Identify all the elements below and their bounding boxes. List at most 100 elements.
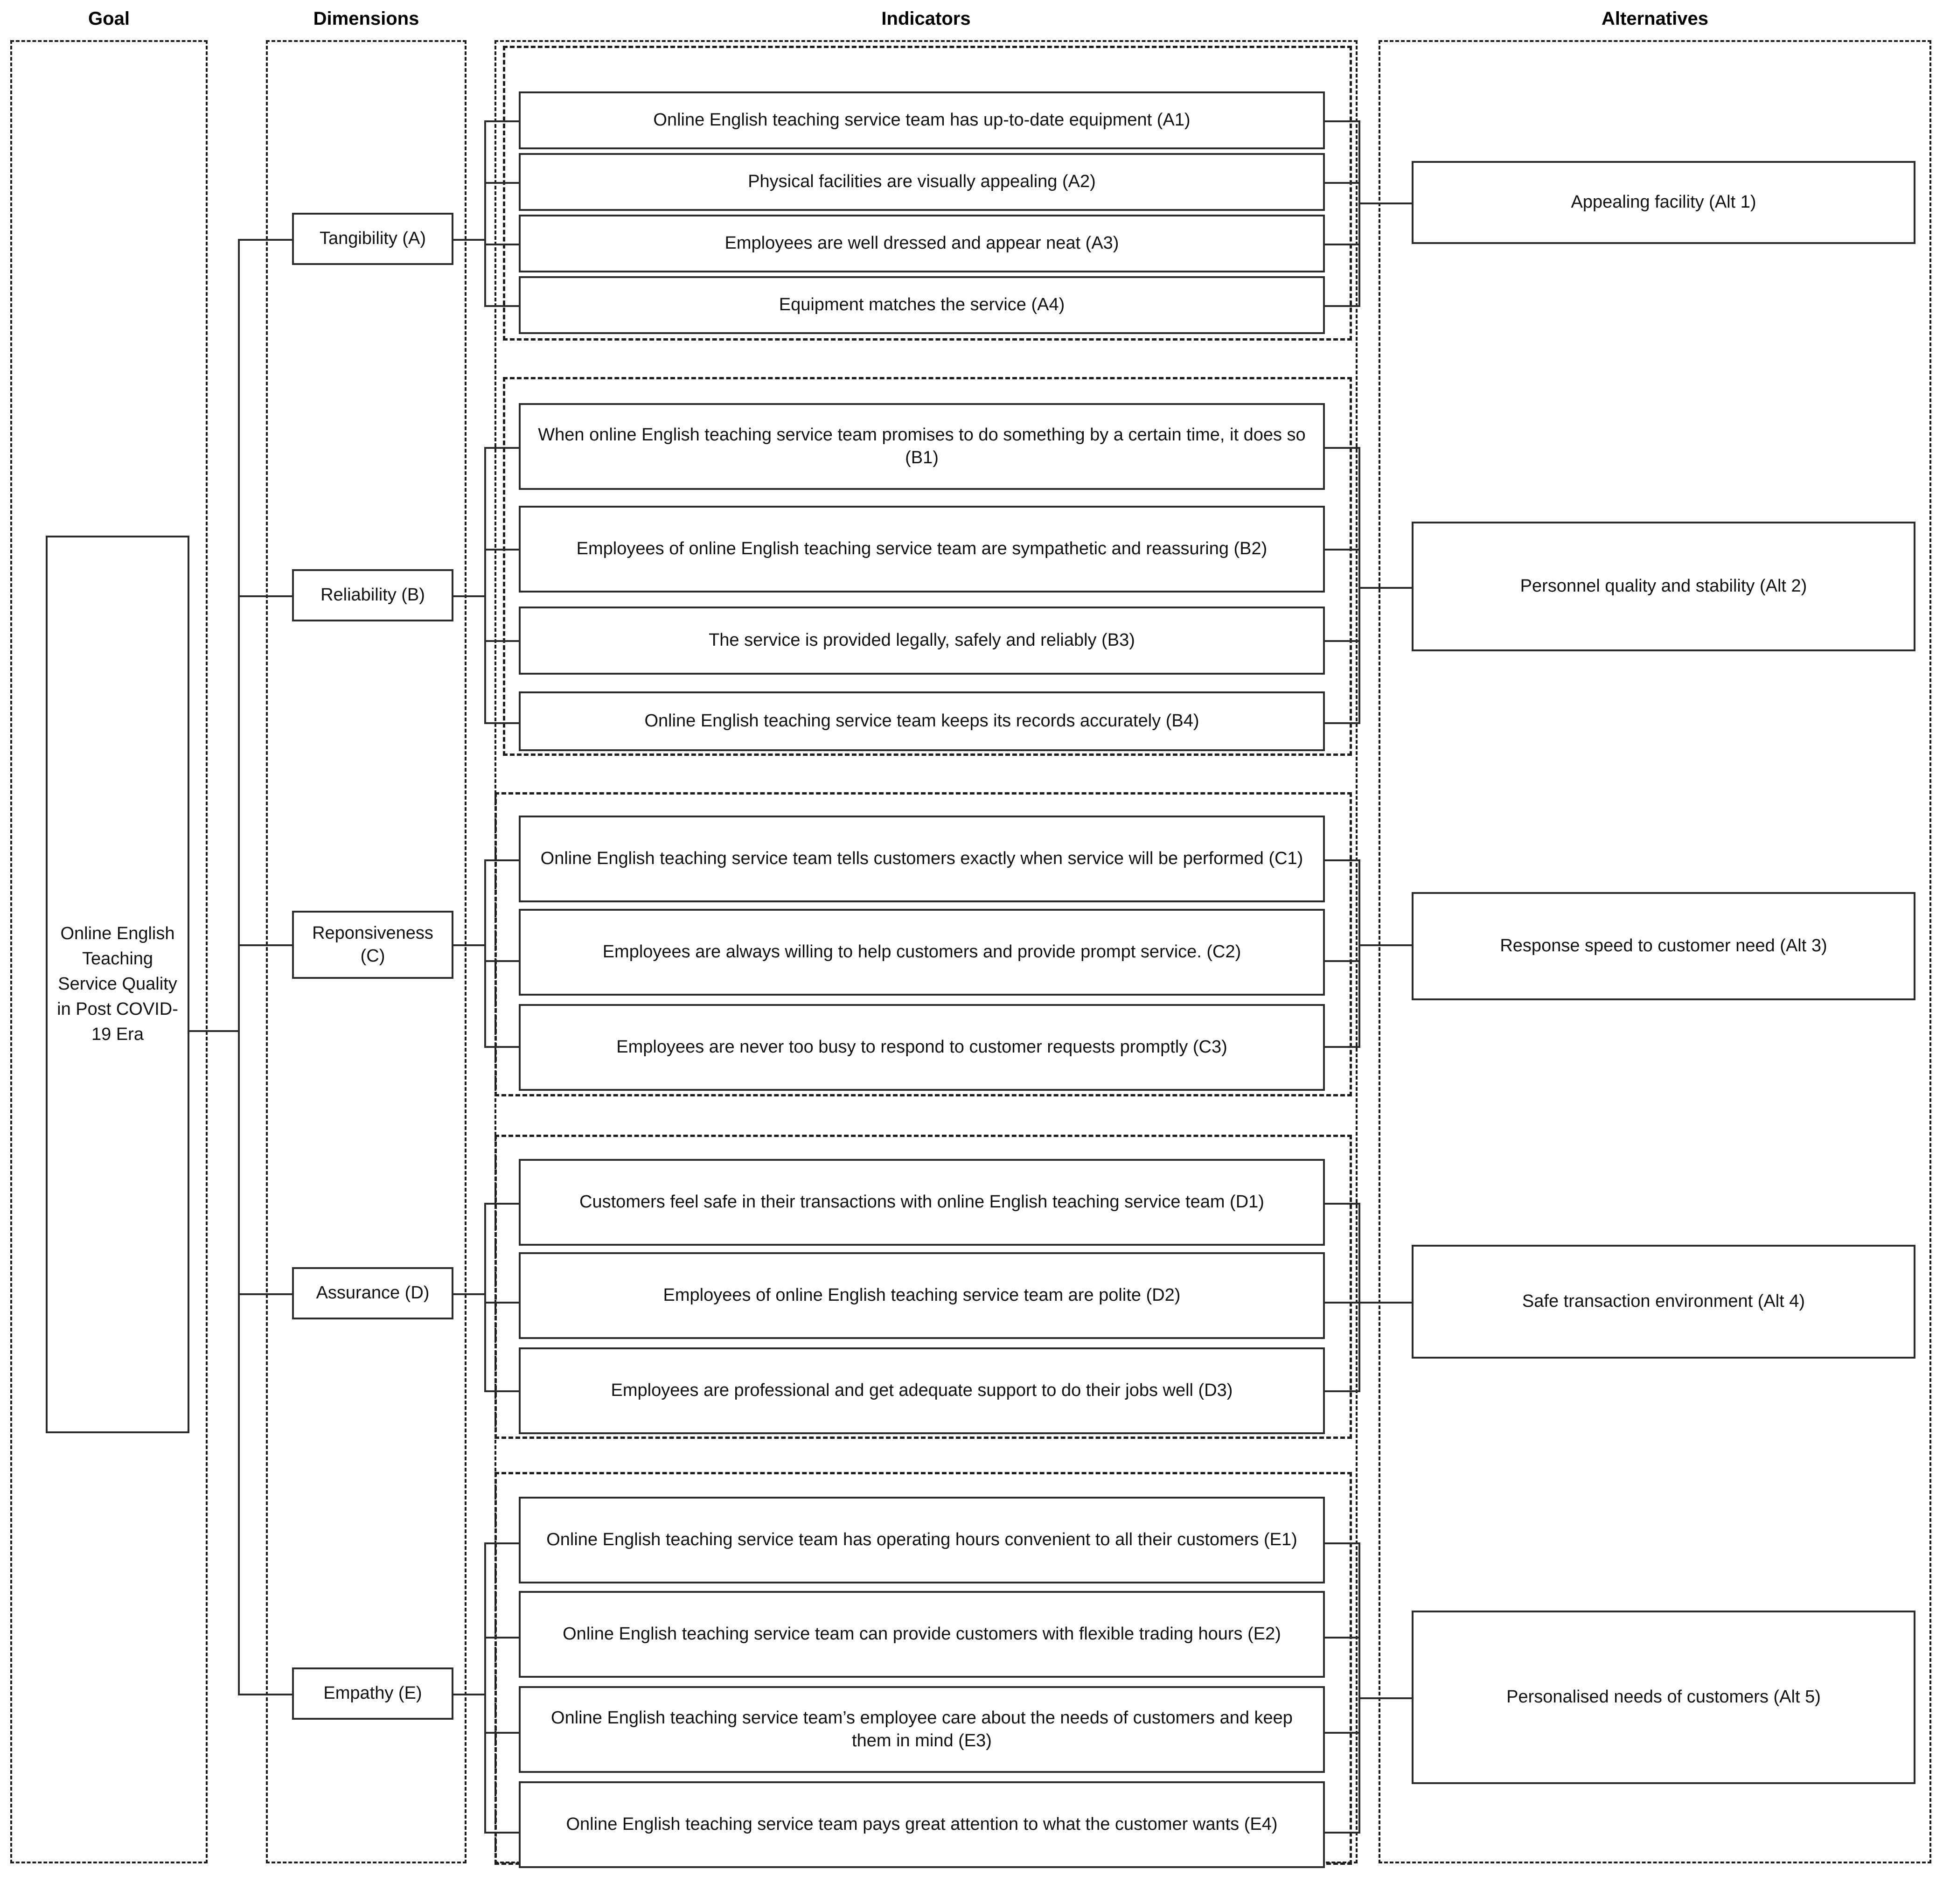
ind-branch-c1	[484, 859, 522, 861]
indicator-box-d2[interactable]: Employees of online English teaching ser…	[519, 1252, 1325, 1339]
indicator-box-b2[interactable]: Employees of online English teaching ser…	[519, 506, 1325, 593]
indicator-box-a3[interactable]: Employees are well dressed and appear ne…	[519, 215, 1325, 272]
ind-branch-e4	[484, 1832, 522, 1834]
alt-bus-d	[1358, 1203, 1360, 1390]
dimensions-column-boundary	[266, 40, 467, 1863]
alt-branch-5	[1358, 1697, 1414, 1699]
indicator-box-b4[interactable]: Online English teaching service team kee…	[519, 691, 1325, 751]
indicator-group-boundary-c	[494, 792, 1352, 1096]
column-header-goal: Goal	[88, 8, 130, 29]
ind-branch-a4	[484, 305, 522, 307]
dim-e-out-stub	[453, 1694, 486, 1695]
ind-e3-out	[1323, 1732, 1360, 1734]
indicator-box-e3[interactable]: Online English teaching service team’s e…	[519, 1686, 1325, 1773]
alt-bus-a	[1358, 120, 1360, 307]
dim-b-out-stub	[453, 595, 486, 597]
ind-branch-a2	[484, 182, 522, 184]
goal-branch-c	[238, 944, 294, 946]
ind-e2-out	[1323, 1637, 1360, 1639]
indicator-box-c2[interactable]: Employees are always willing to help cus…	[519, 909, 1325, 996]
ind-branch-e1	[484, 1542, 522, 1544]
indicator-box-a4[interactable]: Equipment matches the service (A4)	[519, 276, 1325, 334]
ind-c3-out	[1323, 1046, 1360, 1048]
indicator-bus-e	[484, 1542, 486, 1832]
indicator-bus-a	[484, 120, 486, 307]
goal-bus-stub	[189, 1030, 240, 1032]
dimension-box-reliability[interactable]: Reliability (B)	[292, 569, 453, 621]
ind-b1-out	[1323, 447, 1360, 449]
alt-branch-1	[1358, 202, 1414, 204]
column-header-dimensions: Dimensions	[313, 8, 419, 29]
indicator-box-b3[interactable]: The service is provided legally, safely …	[519, 607, 1325, 675]
dim-a-out-stub	[453, 239, 486, 241]
ind-d1-out	[1323, 1203, 1360, 1205]
column-header-indicators: Indicators	[881, 8, 971, 29]
indicator-bus-b	[484, 447, 486, 722]
indicator-box-a1[interactable]: Online English teaching service team has…	[519, 91, 1325, 149]
goal-branch-d	[238, 1293, 294, 1295]
indicator-group-boundary-a	[503, 46, 1352, 341]
goal-box[interactable]: Online English Teaching Service Quality …	[46, 536, 189, 1433]
indicator-box-c1[interactable]: Online English teaching service team tel…	[519, 816, 1325, 902]
ind-a3-out	[1323, 244, 1360, 245]
alt-branch-3	[1358, 944, 1414, 946]
indicator-bus-c	[484, 859, 486, 1046]
indicator-box-d1[interactable]: Customers feel safe in their transaction…	[519, 1159, 1325, 1246]
alternative-box-2[interactable]: Personnel quality and stability (Alt 2)	[1412, 522, 1915, 651]
alt-bus-c	[1358, 859, 1360, 1046]
indicator-group-boundary-d	[494, 1135, 1352, 1439]
ind-branch-b4	[484, 722, 522, 724]
ind-b2-out	[1323, 549, 1360, 551]
ind-branch-a1	[484, 120, 522, 122]
indicator-box-b1[interactable]: When online English teaching service tea…	[519, 403, 1325, 490]
ind-branch-c2	[484, 960, 522, 962]
indicator-box-a2[interactable]: Physical facilities are visually appeali…	[519, 153, 1325, 211]
indicator-bus-d	[484, 1203, 486, 1390]
dim-d-out-stub	[453, 1293, 486, 1295]
alternative-box-3[interactable]: Response speed to customer need (Alt 3)	[1412, 892, 1915, 1000]
dimension-box-empathy[interactable]: Empathy (E)	[292, 1667, 453, 1720]
ind-d3-out	[1323, 1390, 1360, 1392]
indicator-box-e4[interactable]: Online English teaching service team pay…	[519, 1781, 1325, 1868]
ind-branch-b3	[484, 640, 522, 642]
alt-branch-2	[1358, 587, 1414, 589]
ind-b3-out	[1323, 640, 1360, 642]
dimension-box-assurance[interactable]: Assurance (D)	[292, 1267, 453, 1319]
alternative-box-1[interactable]: Appealing facility (Alt 1)	[1412, 161, 1915, 244]
goal-branch-e	[238, 1694, 294, 1695]
goal-branch-b	[238, 595, 294, 597]
ind-d2-out	[1323, 1302, 1360, 1304]
indicator-group-boundary-b	[503, 377, 1352, 756]
ind-branch-b2	[484, 549, 522, 551]
indicator-box-e1[interactable]: Online English teaching service team has…	[519, 1497, 1325, 1583]
ind-branch-e3	[484, 1732, 522, 1734]
alternative-box-4[interactable]: Safe transaction environment (Alt 4)	[1412, 1245, 1915, 1359]
ind-a4-out	[1323, 305, 1360, 307]
ind-a1-out	[1323, 120, 1360, 122]
ind-e1-out	[1323, 1542, 1360, 1544]
alt-branch-4	[1358, 1302, 1414, 1304]
ind-branch-a3	[484, 244, 522, 245]
ind-b4-out	[1323, 722, 1360, 724]
ind-c2-out	[1323, 960, 1360, 962]
ind-c1-out	[1323, 859, 1360, 861]
alternative-box-5[interactable]: Personalised needs of customers (Alt 5)	[1412, 1611, 1915, 1784]
ind-e4-out	[1323, 1832, 1360, 1834]
dimension-box-responsiveness[interactable]: Reponsiveness (C)	[292, 911, 453, 979]
dim-c-out-stub	[453, 944, 486, 946]
ind-branch-d2	[484, 1302, 522, 1304]
ind-branch-d1	[484, 1203, 522, 1205]
indicator-box-c3[interactable]: Employees are never too busy to respond …	[519, 1004, 1325, 1091]
alternatives-column-boundary	[1379, 40, 1931, 1863]
goal-column-boundary	[10, 40, 208, 1863]
alt-bus-b	[1358, 447, 1360, 722]
indicator-box-d3[interactable]: Employees are professional and get adequ…	[519, 1347, 1325, 1434]
ind-branch-e2	[484, 1637, 522, 1639]
ind-branch-c3	[484, 1046, 522, 1048]
ind-branch-b1	[484, 447, 522, 449]
column-header-alternatives: Alternatives	[1602, 8, 1708, 29]
ind-branch-d3	[484, 1390, 522, 1392]
dimension-box-tangibility[interactable]: Tangibility (A)	[292, 213, 453, 265]
goal-branch-a	[238, 239, 294, 241]
indicator-box-e2[interactable]: Online English teaching service team can…	[519, 1591, 1325, 1678]
